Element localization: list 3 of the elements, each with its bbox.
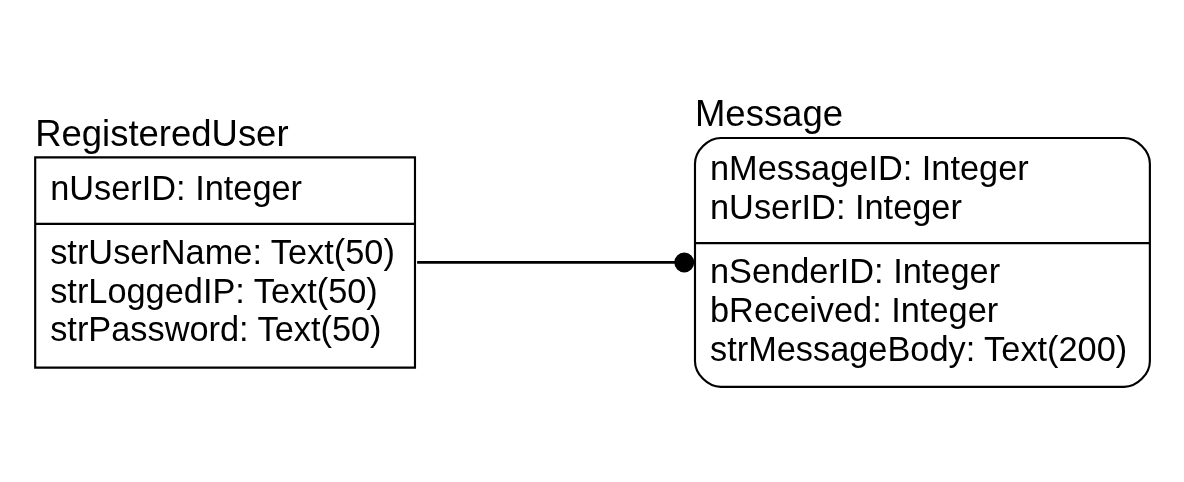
node-label: RegisteredUser (35, 112, 289, 154)
connector (417, 252, 695, 273)
node-label: Message (694, 93, 843, 135)
